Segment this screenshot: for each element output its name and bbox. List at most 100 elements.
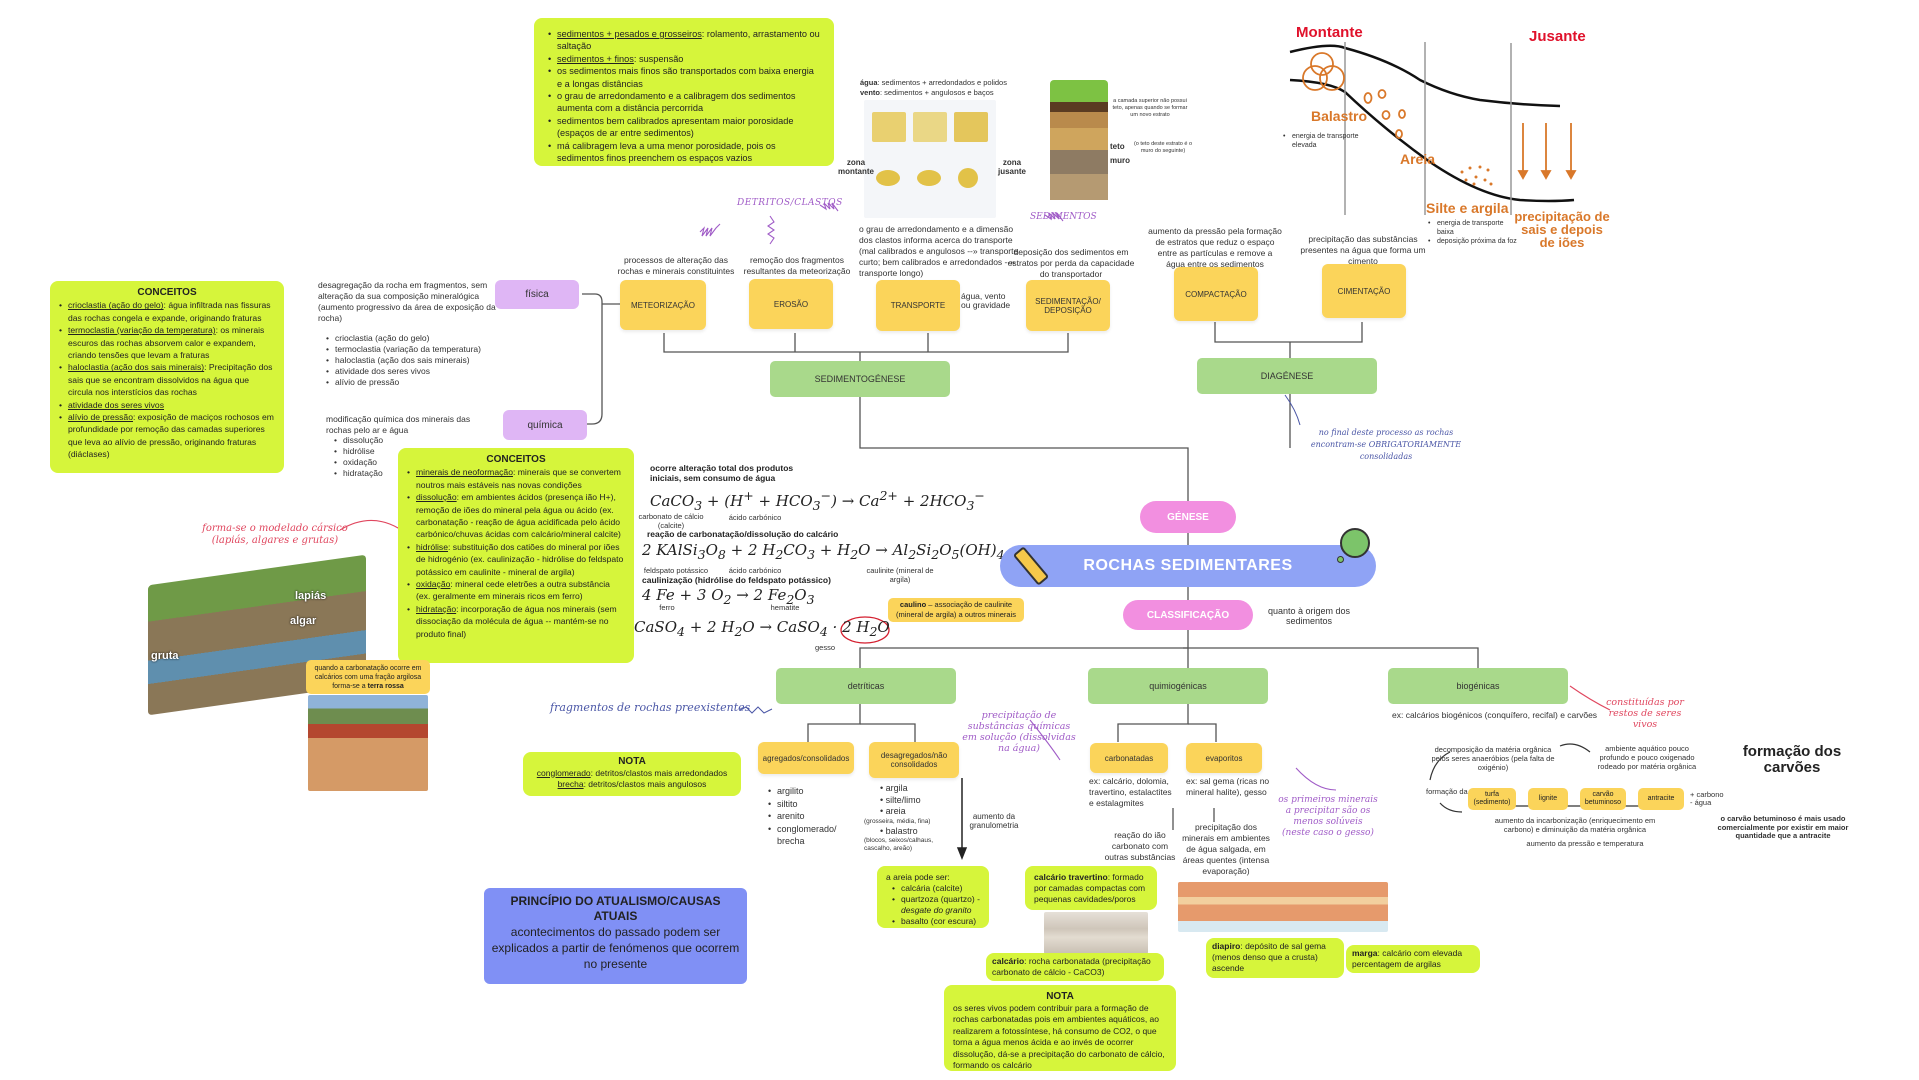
sedimentacao-desc: deposição dos sedimentos em estratos por… <box>1007 247 1135 279</box>
equation-caulinizacao: 2 KAlSi3O8 + 2 H2CO3 + H2O → Al2Si2O5(OH… <box>642 541 1024 562</box>
marga-note: marga: calcário com elevada percentagem … <box>1346 945 1480 973</box>
pressao-note: aumento da pressão e temperatura <box>1526 839 1644 848</box>
erosao-box[interactable]: EROSÃO <box>749 279 833 329</box>
genese-pill[interactable]: GÉNESE <box>1140 501 1236 533</box>
quimiogenicas-box[interactable]: quimiogénicas <box>1088 668 1268 704</box>
equation-heading-1: ocorre alteração total dos produtos inic… <box>650 463 794 483</box>
detriticas-hand-note: fragmentos de rochas preexistentes <box>550 701 751 714</box>
gruta-label: gruta <box>151 650 179 662</box>
areia-label: Areia <box>1400 151 1436 167</box>
biogenicas-box[interactable]: biogénicas <box>1388 668 1568 704</box>
eq-label: caulinite (mineral de argila) <box>866 566 934 584</box>
transporte-desc: o grau de arredondamento e a dimensão do… <box>859 224 1019 278</box>
sedimentos-label: SEDIMENTOS <box>1030 212 1097 222</box>
carbonatadas-box[interactable]: carbonatadas <box>1090 743 1168 773</box>
sedimentacao-box[interactable]: SEDIMENTAÇÃO/ DEPOSIÇÃO <box>1026 280 1110 331</box>
algar-label: algar <box>290 615 317 627</box>
carvoes-decomp: decomposição da matéria orgânica pelos s… <box>1431 745 1555 772</box>
biogenicas-example: ex: calcários biogénicos (conquífero, re… <box>1392 710 1598 720</box>
carbonatadas-reacao: reação do ião carbonato com outras subst… <box>1104 830 1176 862</box>
camada-note: a camada superior não possui teto, apena… <box>1112 98 1188 118</box>
fisica-box[interactable]: física <box>495 280 579 309</box>
carvoes-title: formação dos carvões <box>1742 743 1842 776</box>
bracket-meteorizacao <box>582 293 603 425</box>
precipitacao-label: precipitação de sais e depois de iões <box>1514 209 1610 250</box>
teto-label: teto <box>1110 142 1125 151</box>
equation-oxidacao: 4 Fe + 3 O2 → 2 Fe2O3 <box>642 586 815 607</box>
circle-annotation <box>840 616 890 644</box>
eq-label: carbonato de cálcio (calcite) <box>638 512 704 530</box>
jusante-label: Jusante <box>1529 28 1586 45</box>
carbono-agua: + carbono- água <box>1690 790 1724 807</box>
agregados-box[interactable]: agregados/consolidados <box>758 742 854 774</box>
carvoes-ambiente: ambiente aquático pouco profundo e pouco… <box>1597 744 1697 771</box>
atualismo-box: PRINCÍPIO DO ATUALISMO/CAUSAS ATUAIS aco… <box>484 888 747 984</box>
balastro-notes: energia de transporte elevada <box>1283 132 1363 150</box>
biogenicas-hand-note: constituídas por restos de seres vivos <box>1606 697 1684 730</box>
conceitos-quimica-note: CONCEITOS minerais de neoformação: miner… <box>398 448 634 663</box>
evaporitos-precip: precipitação dos minerais em ambientes d… <box>1182 822 1270 876</box>
diapiro-image <box>1178 882 1388 932</box>
terra-rossa-image <box>308 695 428 791</box>
detriticas-box[interactable]: detríticas <box>776 668 956 704</box>
transport-note: sedimentos + pesados e grosseiros: rolam… <box>534 18 834 166</box>
silte-notes: energia de transporte baixadeposição pró… <box>1428 219 1518 246</box>
teto-note: (o teto deste estrato é o muro do seguin… <box>1133 141 1193 154</box>
betuminoso-note: o carvão betuminoso é mais usado comerci… <box>1717 814 1849 840</box>
calibration-image <box>864 100 996 218</box>
transporte-box[interactable]: TRANSPORTE <box>876 280 960 331</box>
transport-item: os sedimentos mais finos são transportad… <box>548 65 820 90</box>
calcario-note: calcário: rocha carbonatada (precipitaçã… <box>986 953 1164 981</box>
desagregados-box[interactable]: desagregados/não consolidados <box>869 742 959 778</box>
lapias-label: lapiás <box>295 590 327 602</box>
transport-item: má calibragem leva a uma menor porosidad… <box>548 140 820 165</box>
classificacao-note: quanto à origem dos sedimentos <box>1267 606 1351 626</box>
eq-label: ferro <box>659 603 675 612</box>
cimentacao-box[interactable]: CIMENTAÇÃO <box>1322 264 1406 318</box>
areia-note: a areia pode ser: calcária (calcite) qua… <box>877 866 989 928</box>
eq-label: gesso <box>814 643 835 652</box>
main-title: ROCHAS SEDIMENTARES <box>1000 545 1376 587</box>
thought-bubble-icon <box>1340 528 1370 558</box>
caulino-note: caulino – associação de caulinite (miner… <box>888 598 1024 622</box>
agua-vento-text: água: sedimentos + arredondados e polido… <box>860 78 1007 97</box>
conceitos-fisica-note: CONCEITOS crioclastia (ação do gelo): ág… <box>50 281 284 473</box>
cimentacao-desc: precipitação das substâncias presentes n… <box>1300 234 1426 266</box>
lignite-chip: lignite <box>1528 788 1568 810</box>
meteorizacao-desc: processos de alteração das rochas e mine… <box>617 255 735 276</box>
quimica-box[interactable]: química <box>503 410 587 440</box>
sedimentogenese-box[interactable]: SEDIMENTOGÉNESE <box>770 361 950 397</box>
eq-label: ácido carbónico <box>728 566 782 575</box>
quimiogenicas-hand-note: precipitação de substâncias químicas em … <box>962 710 1076 754</box>
equation-heading-3: caulinização (hidrólise do feldspato pot… <box>642 575 831 585</box>
balastro-label: Balastro <box>1311 108 1368 124</box>
travertino-image <box>1044 912 1148 954</box>
eq-label: feldspato potássico <box>643 566 709 575</box>
zona-jusante-label: zona jusante <box>997 158 1026 176</box>
classificacao-pill[interactable]: CLASSIFICAÇÃO <box>1123 600 1253 630</box>
carsico-hand-note: forma-se o modelado cársico (lapiás, alg… <box>202 523 348 546</box>
muro-label: muro <box>1110 156 1130 165</box>
strata-image <box>1050 80 1108 200</box>
meteorizacao-box[interactable]: METEORIZAÇÃO <box>620 280 706 330</box>
detritos-clastos-label: DETRITOS/CLASTOS <box>737 198 843 208</box>
quimica-desc: modificação química dos minerais das roc… <box>326 414 471 435</box>
montante-label: Montante <box>1296 24 1363 41</box>
equation-heading-2: reação de carbonatação/dissolução do cal… <box>647 529 839 539</box>
diagenese-box[interactable]: DIAGÉNESE <box>1197 358 1377 394</box>
fisica-desc: desagregação da rocha em fragmentos, sem… <box>318 280 496 323</box>
diapiro-note: diapiro: depósito de sal gema (menos den… <box>1206 938 1344 978</box>
eq-label: hematite <box>770 603 800 612</box>
transport-item: sedimentos + finos: suspensão <box>548 53 820 66</box>
evaporitos-example: ex: sal gema (ricas no mineral halite), … <box>1186 776 1270 797</box>
erosao-desc: remoção dos fragmentos resultantes da me… <box>743 255 851 276</box>
incarbonizacao-note: aumento da incarbonização (enriqueciment… <box>1494 816 1656 834</box>
eq-label: ácido carbónico <box>728 513 782 522</box>
transporte-agents: água, vento ou gravidade <box>961 291 1011 310</box>
compactacao-box[interactable]: COMPACTAÇÃO <box>1174 267 1258 321</box>
fisica-list: crioclastia (ação do gelo)termoclastia (… <box>326 333 506 388</box>
betuminoso-chip: carvão betuminoso <box>1580 788 1626 810</box>
carvoes-formacao: formação da <box>1426 787 1468 796</box>
agregados-list: argilitosiltitoarenitoconglomerado/ brec… <box>768 785 858 848</box>
evaporitos-box[interactable]: evaporitos <box>1186 743 1262 773</box>
